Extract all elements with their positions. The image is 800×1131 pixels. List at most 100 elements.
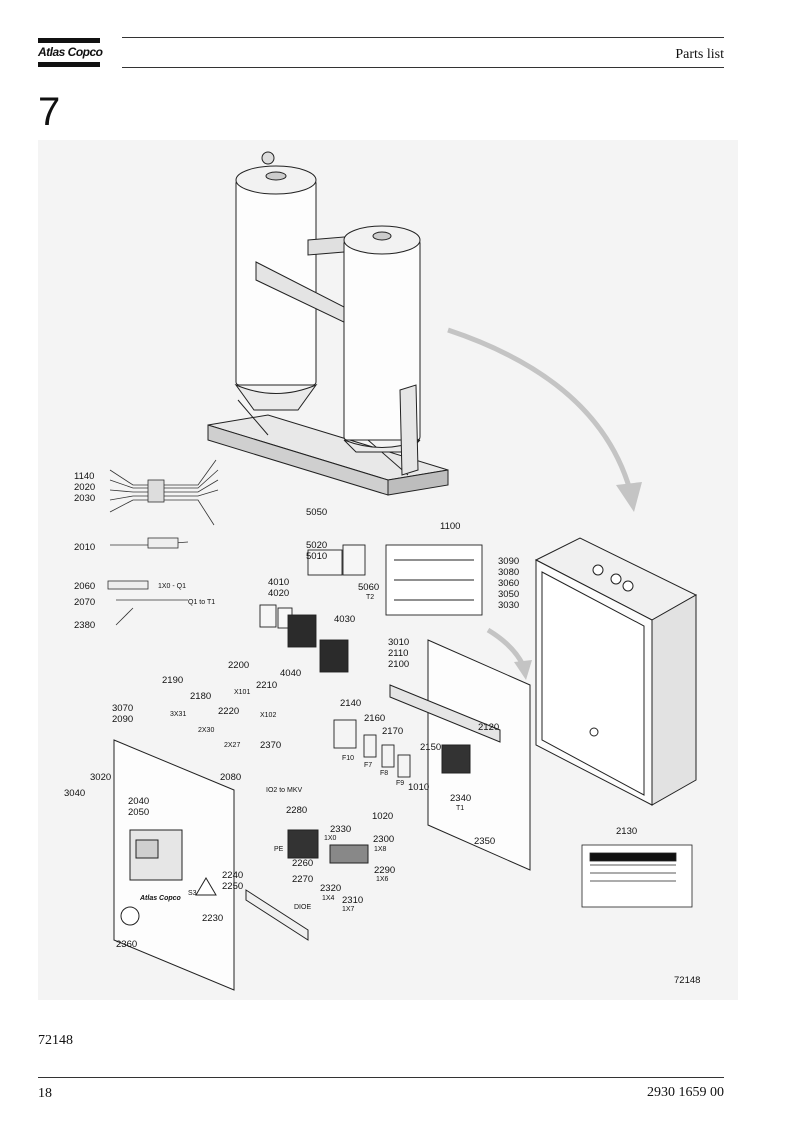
callout-5020: 5020 [306, 540, 327, 551]
label-s3: S3 [188, 890, 197, 897]
callout-2080: 2080 [220, 772, 241, 783]
callout-2320: 2320 [320, 883, 341, 894]
callout-2020: 2020 [74, 482, 95, 493]
receiver-tanks-assembly [207, 151, 449, 496]
callout-2190: 2190 [162, 675, 183, 686]
callout-2030: 2030 [74, 493, 95, 504]
parts-drawing-svg: 1140 2020 2030 2010 2060 1X0 - Q1 2070 Q… [38, 140, 738, 1000]
document-number: 2930 1659 00 [647, 1085, 724, 1100]
label-f10: F10 [342, 755, 354, 762]
exploded-parts-drawing: 1140 2020 2030 2010 2060 1X0 - Q1 2070 Q… [38, 140, 738, 1000]
enclosure-cabinet [534, 537, 698, 806]
label-1x8: 1X8 [374, 846, 387, 853]
callout-2280: 2280 [286, 805, 307, 816]
logo-bottom-bar [38, 62, 100, 67]
header-title: Parts list [675, 47, 724, 62]
label-dioe: DIOE [294, 904, 311, 911]
callout-2340: 2340 [450, 793, 471, 804]
label-t1: T1 [456, 805, 464, 812]
mounting-plate [389, 639, 531, 871]
callout-1010: 1010 [408, 782, 429, 793]
header-bottom-rule [122, 67, 724, 68]
callout-1100: 1100 [440, 521, 460, 532]
figure-number: 72148 [38, 1033, 73, 1048]
callout-2260: 2260 [292, 858, 313, 869]
callout-2060-text: 1X0 - Q1 [158, 583, 186, 590]
callout-2200: 2200 [228, 660, 249, 671]
callout-2130: 2130 [616, 826, 637, 837]
callout-5050: 5050 [306, 507, 327, 518]
callout-2150: 2150 [420, 742, 441, 753]
label-io2-to-mkv: IO2 to MKV [266, 787, 303, 794]
callout-2270: 2270 [292, 874, 313, 885]
callout-2180: 2180 [190, 691, 211, 702]
label-1x0: 1X0 [324, 835, 337, 842]
callout-1140: 1140 [74, 471, 94, 482]
callout-2230: 2230 [202, 913, 223, 924]
callout-1020: 1020 [372, 811, 393, 822]
callout-4020: 4020 [268, 588, 289, 599]
callout-3040: 3040 [64, 788, 85, 799]
callout-labels: 1140 2020 2030 2010 2060 1X0 - Q1 2070 Q… [64, 471, 700, 986]
callout-2010: 2010 [74, 542, 95, 553]
label-x101: X101 [234, 689, 250, 696]
wiring-harness [107, 459, 219, 626]
callout-3070: 3070 [112, 703, 133, 714]
callout-2290: 2290 [374, 865, 395, 876]
callout-2360: 2360 [116, 939, 137, 950]
callout-5010: 5010 [306, 551, 327, 562]
label-x102: X102 [260, 712, 276, 719]
label-1x7: 1X7 [342, 906, 355, 913]
label-1x6: 1X6 [376, 876, 389, 883]
callout-3090: 3090 [498, 556, 519, 567]
callout-2170: 2170 [382, 726, 403, 737]
callout-2240: 2240 [222, 870, 243, 881]
contactor-group [259, 544, 483, 673]
callout-4040: 4040 [280, 668, 301, 679]
callout-4030: 4030 [334, 614, 355, 625]
callout-2160: 2160 [364, 713, 385, 724]
callout-2210: 2210 [256, 680, 277, 691]
label-pe: PE [274, 846, 284, 853]
callout-2350: 2350 [474, 836, 495, 847]
panel-logo-text: Atlas Copco [139, 895, 182, 902]
header-top-rule [122, 37, 724, 38]
label-f8: F8 [380, 770, 388, 777]
label-t2: T2 [366, 594, 374, 601]
label-2x27: 2X27 [224, 742, 240, 749]
page-number: 18 [38, 1086, 52, 1101]
label-1x4: 1X4 [322, 895, 335, 902]
callout-2250: 2250 [222, 881, 243, 892]
arrow-head-upper [616, 482, 642, 512]
callout-2380: 2380 [74, 620, 95, 631]
callout-2100: 2100 [388, 659, 409, 670]
label-f7: F7 [364, 762, 372, 769]
callout-4010: 4010 [268, 577, 289, 588]
callout-2070: 2070 [74, 597, 95, 608]
logo-text: Atlas Copco [38, 45, 103, 59]
label-sheet [581, 844, 693, 908]
arrow-head-lower [514, 660, 532, 680]
callout-3080: 3080 [498, 567, 519, 578]
atlas-copco-logo: Atlas Copco [38, 38, 103, 68]
label-f9: F9 [396, 780, 404, 787]
callout-2070-text: Q1 to T1 [188, 599, 215, 606]
callout-2050: 2050 [128, 807, 149, 818]
label-3x31: 3X31 [170, 711, 186, 718]
callout-2330: 2330 [330, 824, 351, 835]
callout-2300: 2300 [373, 834, 394, 845]
callout-2370: 2370 [260, 740, 281, 751]
callout-5060: 5060 [358, 582, 379, 593]
callout-2310: 2310 [342, 895, 363, 906]
footer-rule [38, 1077, 724, 1078]
fuse-holders [333, 719, 411, 778]
callout-3060: 3060 [498, 578, 519, 589]
drawing-id: 72148 [674, 975, 700, 986]
callout-3020: 3020 [90, 772, 111, 783]
front-door-panel [113, 739, 369, 991]
logo-top-bar [38, 38, 100, 43]
callout-2120: 2120 [478, 722, 499, 733]
callout-2090: 2090 [112, 714, 133, 725]
callout-3010: 3010 [388, 637, 409, 648]
callout-2220: 2220 [218, 706, 239, 717]
